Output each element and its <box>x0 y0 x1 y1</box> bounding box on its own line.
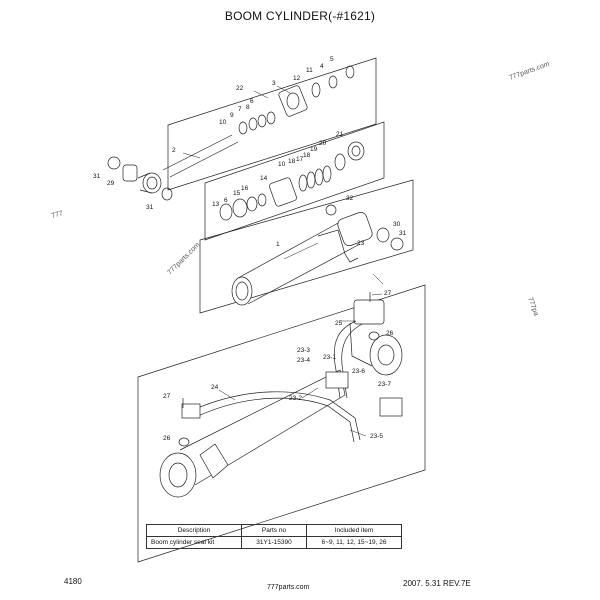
table-cell: Boom cylinder seal kit <box>146 536 242 549</box>
label-15: 15 <box>233 190 241 197</box>
label-22: 22 <box>236 85 244 92</box>
label-31: 31 <box>93 173 101 180</box>
piping-panel-frame <box>137 284 426 563</box>
piston-panel-frame <box>204 121 385 241</box>
cylinder-tube <box>231 204 404 306</box>
table-header: Included item <box>306 524 402 537</box>
table-header: Description <box>146 524 242 537</box>
label-23-7: 23-7 <box>378 381 391 388</box>
flange-bolts <box>178 292 380 447</box>
label-23-5: 23-5 <box>370 433 383 440</box>
table-cell: 6~9, 11, 12, 15~19, 26 <box>306 536 402 549</box>
label-19: 19 <box>310 146 318 153</box>
label-11: 11 <box>306 67 313 74</box>
label-10: 10 <box>219 119 227 126</box>
label-14: 14 <box>260 175 268 182</box>
label-23-4: 23-4 <box>297 357 310 364</box>
label-26: 26 <box>386 330 394 337</box>
enlarged-cylinder <box>159 369 346 498</box>
label-21: 21 <box>336 131 344 138</box>
label-29: 29 <box>107 180 115 187</box>
watermark-left: 777 <box>51 210 64 220</box>
label-23-3: 23-3 <box>297 347 310 354</box>
label-20: 20 <box>319 140 327 147</box>
page-title: BOOM CYLINDER(-#1621) <box>224 9 376 23</box>
page-number: 4180 <box>64 577 82 586</box>
label-17: 17 <box>296 156 304 163</box>
label-27: 27 <box>384 290 392 297</box>
label-5: 5 <box>330 56 334 63</box>
seal-kit-table: Description Parts no Included item Boom … <box>146 524 402 549</box>
watermark-center: 777parts.com <box>166 241 201 276</box>
label-8: 8 <box>246 104 250 111</box>
table-row: Boom cylinder seal kit 31Y1-15390 6~9, 1… <box>146 536 402 549</box>
pipe-flanges <box>181 371 403 419</box>
table-header-row: Description Parts no Included item <box>146 524 402 537</box>
label-25: 25 <box>335 320 343 327</box>
label-16: 16 <box>241 185 249 192</box>
table-header: Parts no <box>241 524 307 537</box>
label-18b: 18 <box>288 158 296 165</box>
label-6: 6 <box>250 98 254 105</box>
label-23-1: 23-1 <box>323 354 336 361</box>
piston-parts <box>219 141 365 221</box>
label-1: 1 <box>276 241 280 248</box>
rod-panel-frame <box>167 57 377 191</box>
label-3: 3 <box>272 80 276 87</box>
label-2: 2 <box>172 147 176 154</box>
table-cell: 31Y1-15390 <box>241 536 307 549</box>
hydraulic-pipes <box>192 320 363 443</box>
label-12: 12 <box>293 75 301 82</box>
watermark-top-right: 777parts.com <box>508 61 550 82</box>
revision-label: 2007. 5.31 REV.7E <box>403 579 471 588</box>
watermark-right: 777pa <box>526 296 539 317</box>
leader-lines <box>182 85 384 437</box>
label-7: 7 <box>238 106 242 113</box>
label-23: 23 <box>357 240 365 247</box>
label-26b: 26 <box>163 435 171 442</box>
label-23-2: 23-2 <box>289 395 302 402</box>
label-30: 30 <box>393 221 401 228</box>
cylinder-head-block <box>349 299 403 376</box>
tube-panel-frame <box>199 179 414 314</box>
rod-bushings <box>107 156 173 201</box>
label-31b: 31 <box>146 204 154 211</box>
site-footer: 777parts.com <box>267 584 310 591</box>
label-31c: 31 <box>399 230 407 237</box>
rod-cover <box>278 85 308 117</box>
label-32: 32 <box>346 195 354 202</box>
label-23-6: 23-6 <box>352 368 365 375</box>
rod-seal-rings <box>238 65 355 135</box>
label-6b: 6 <box>224 197 228 204</box>
label-4: 4 <box>320 63 324 70</box>
label-27b: 27 <box>163 393 171 400</box>
label-10b: 10 <box>278 161 286 168</box>
label-9: 9 <box>230 112 234 119</box>
label-18: 18 <box>303 152 311 159</box>
label-13: 13 <box>212 201 220 208</box>
piston-rod <box>137 134 239 194</box>
part-labels: 3 5 4 11 12 22 6 8 7 9 10 2 31 29 31 21 … <box>93 56 407 442</box>
label-24: 24 <box>211 384 219 391</box>
